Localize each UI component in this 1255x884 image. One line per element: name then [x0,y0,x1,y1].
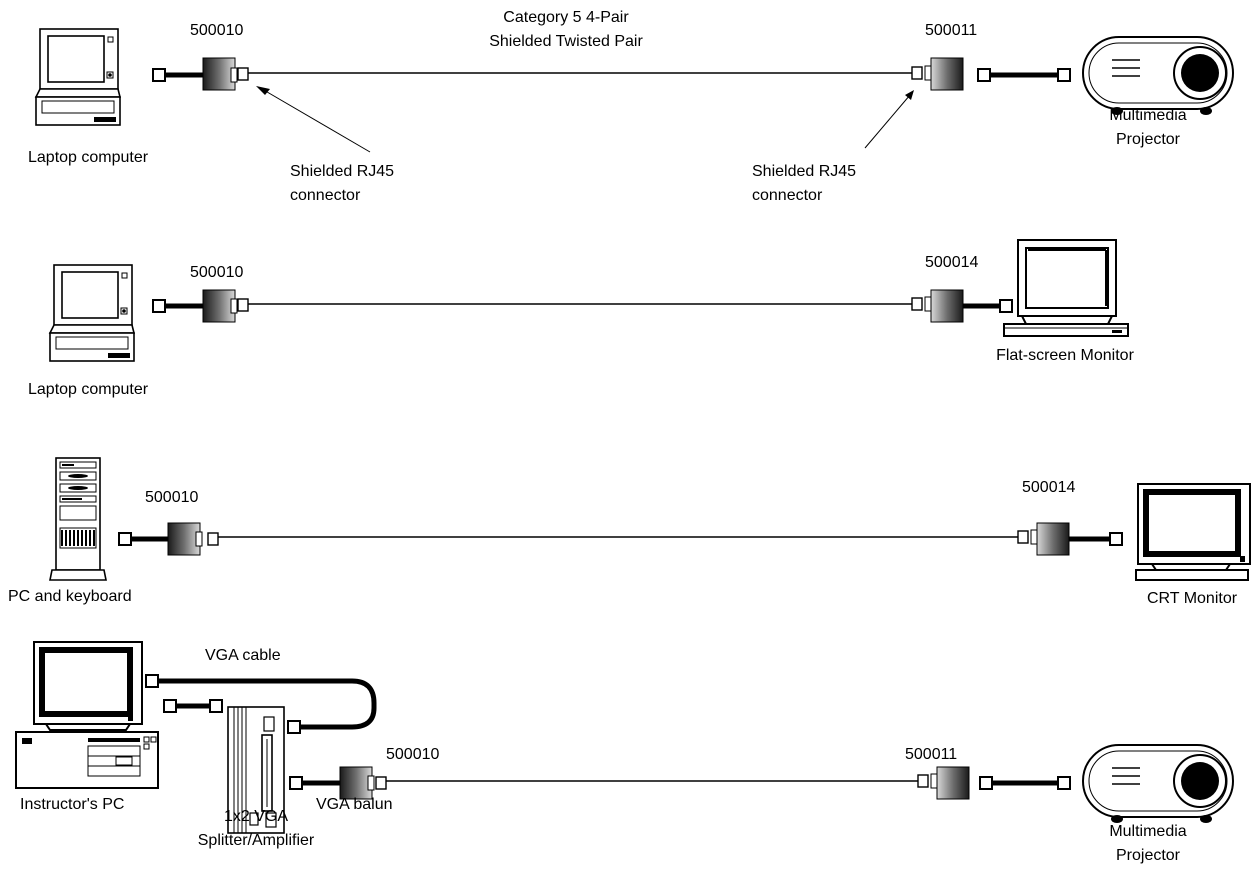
laptop-label: Laptop computer [28,381,149,398]
projector-icon [1082,36,1234,116]
vga-plug-icon [289,776,303,790]
row-3-pc-to-crt-monitor: PC and keyboard 500010 500014 CRT Monito… [8,457,1250,607]
instructor-pc-label: Instructor's PC [20,796,124,813]
crt-monitor-label: CRT Monitor [1147,590,1238,607]
vga-plug-icon [118,532,132,546]
balun-transmitter-icon [202,289,249,323]
row-1-laptop-to-projector: Laptop computer 500010 Category 5 4-Pair… [28,9,1234,204]
tx-part-number: 500010 [190,22,243,39]
callout-right-line2: connector [752,187,823,204]
row-4-instructor-pc-to-projector: Instructor's PC VGA cable 1x2 VGA Splitt… [16,642,1234,864]
projector-label-line2: Projector [1116,847,1181,864]
vga-plug-icon [152,68,166,82]
rx-part-number: 500011 [925,22,977,39]
tx-part-number: 500010 [145,489,198,506]
vga-plug-icon [1109,532,1123,546]
vga-plug-icon [163,699,177,713]
splitter-label-line2: Splitter/Amplifier [198,832,315,849]
balun-receiver-icon [911,57,964,91]
vga-plug-icon [1057,68,1071,82]
vga-plug-icon [145,674,159,688]
flat-monitor-label: Flat-screen Monitor [996,347,1134,364]
projector-icon [1082,744,1234,824]
pc-label: PC and keyboard [8,588,132,605]
tx-part-number: 500010 [190,264,243,281]
laptop-computer-icon [49,264,135,362]
tx-part-number: 500010 [386,746,439,763]
crt-monitor-icon [1136,484,1250,580]
callout-left-line1: Shielded RJ45 [290,163,394,180]
vga-balun-transmitter-icon [339,766,387,800]
vga-plug-icon [977,68,991,82]
flat-screen-monitor-icon [1003,239,1129,337]
balun-receiver-icon [917,766,970,800]
rx-part-number: 500014 [925,254,978,271]
cable-label-line1: Category 5 4-Pair [503,9,629,26]
balun-receiver-icon [1017,522,1070,556]
callout-right-line1: Shielded RJ45 [752,163,856,180]
vga-cable-loop [158,678,377,730]
rx-part-number: 500011 [905,746,957,763]
vga-plug-icon [979,776,993,790]
projector-label-line1: Multimedia [1109,823,1186,840]
vga-plug-icon [1057,776,1071,790]
callout-arrow-right [864,90,914,149]
vga-cable-label: VGA cable [205,647,281,664]
laptop-label: Laptop computer [28,149,149,166]
vga-plug-icon [287,720,301,734]
vga-balun-label: VGA balun [316,796,393,813]
row-2-laptop-to-flat-monitor: Laptop computer 500010 500014 Flat-scree… [28,239,1135,398]
tower-pc-icon [49,457,107,581]
projector-label-line1: Multimedia [1109,107,1186,124]
vga-plug-icon [999,299,1013,313]
vga-plug-icon [152,299,166,313]
vga-plug-icon [209,699,223,713]
splitter-label-line1: 1x2 VGA [224,808,288,825]
balun-receiver-icon [911,289,964,323]
projector-label-line2: Projector [1116,131,1181,148]
balun-transmitter-icon [167,522,219,556]
callout-left-line2: connector [290,187,361,204]
callout-arrow-left [256,86,371,153]
desktop-pc-icon [16,642,158,788]
balun-transmitter-icon [202,57,249,91]
rx-part-number: 500014 [1022,479,1075,496]
laptop-computer-icon [35,28,121,126]
cable-label-line2: Shielded Twisted Pair [489,33,643,50]
